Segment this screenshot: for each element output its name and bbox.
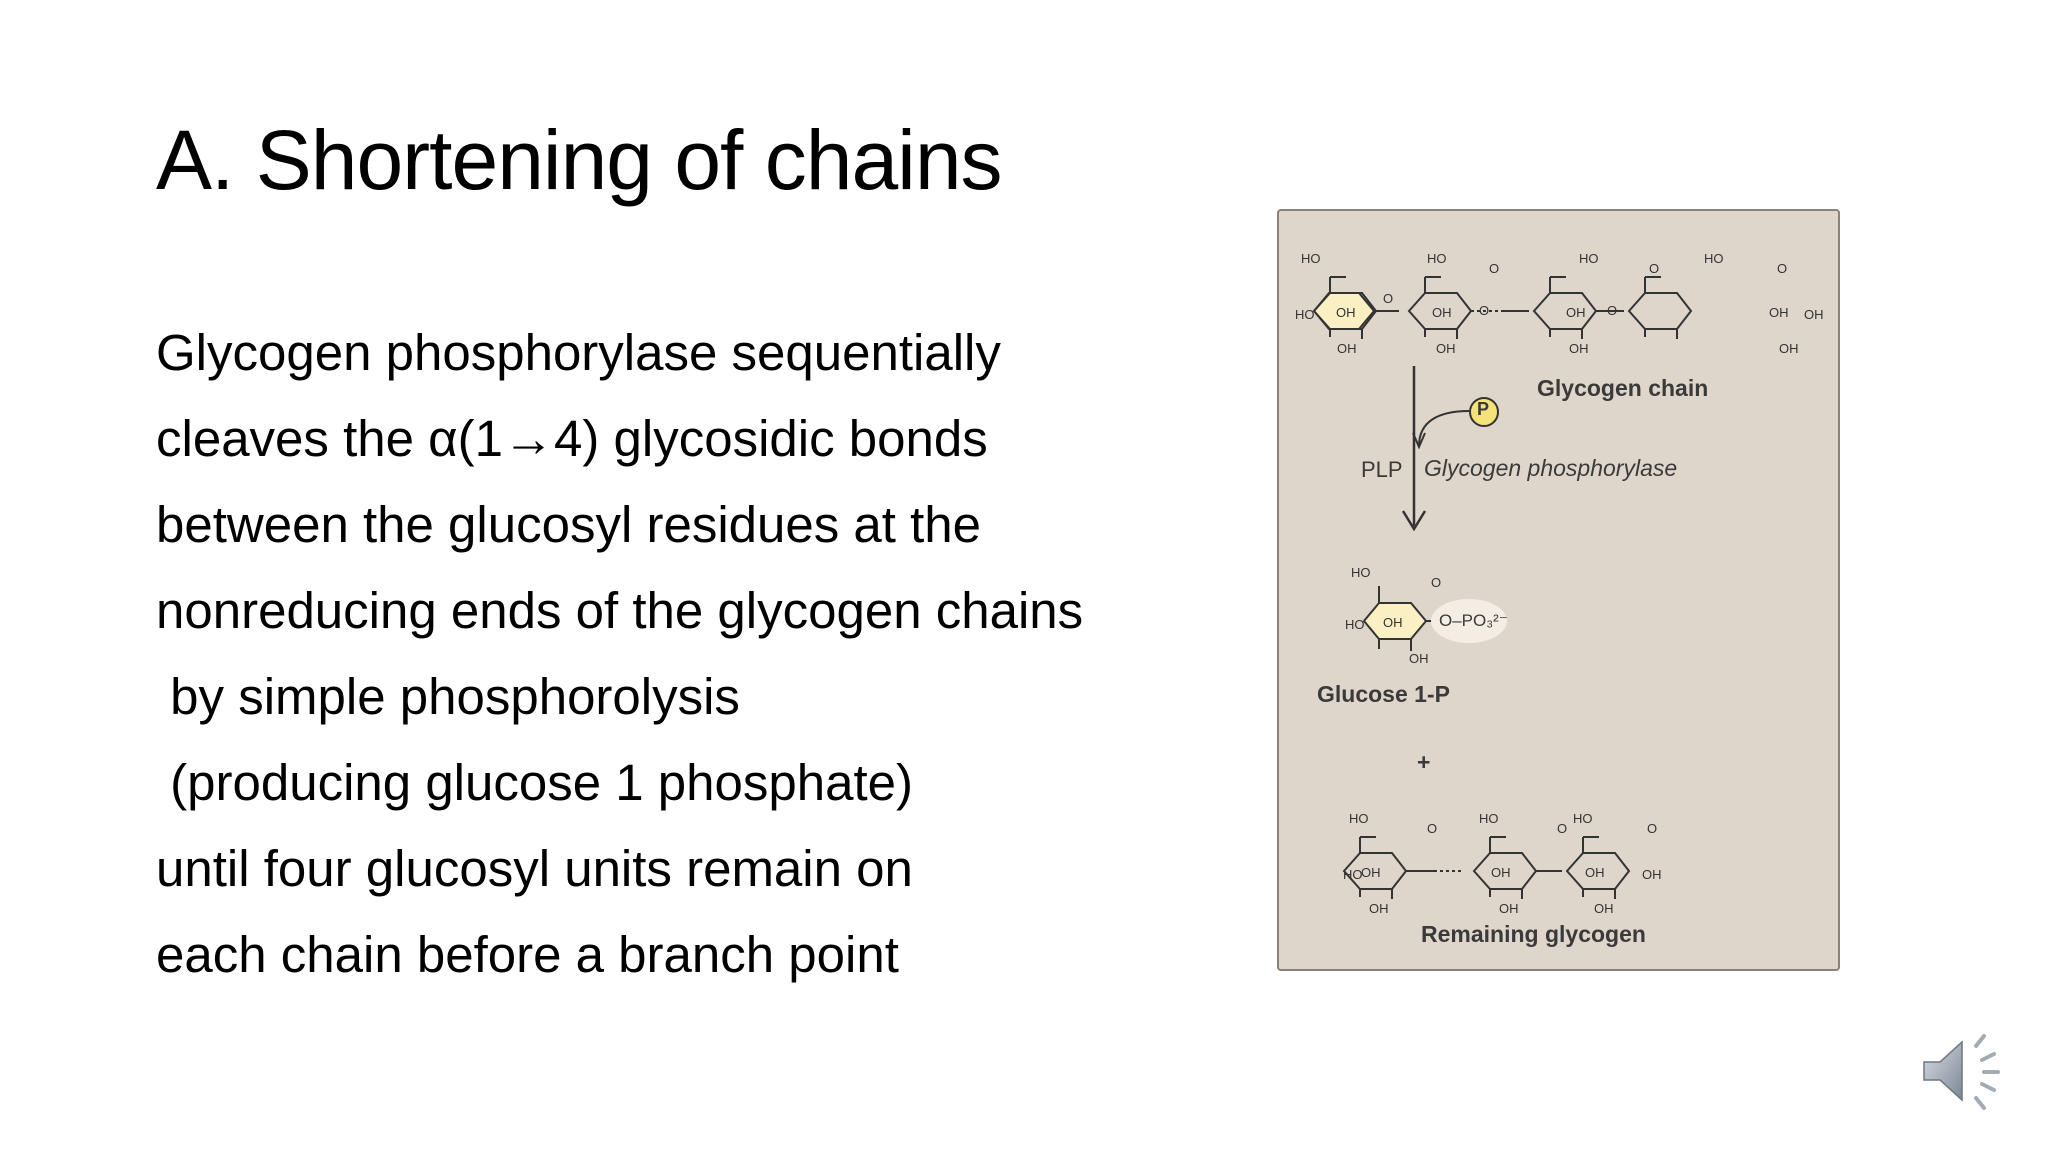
svg-text:HO: HO xyxy=(1579,251,1599,266)
svg-text:OH: OH xyxy=(1642,867,1662,882)
svg-text:HO: HO xyxy=(1301,251,1321,266)
body-line: by simple phosphorolysis xyxy=(156,668,740,725)
svg-text:OH: OH xyxy=(1499,901,1519,916)
body-line: nonreducing ends of the glycogen chains xyxy=(156,582,1084,639)
svg-text:OH: OH xyxy=(1409,651,1429,666)
svg-text:HO: HO xyxy=(1573,811,1593,826)
svg-text:OH: OH xyxy=(1566,305,1586,320)
body-line: cleaves the α(1→4) glycosidic bonds xyxy=(156,410,988,467)
svg-text:O: O xyxy=(1607,303,1617,318)
svg-text:HO: HO xyxy=(1295,307,1315,322)
svg-text:OH: OH xyxy=(1804,307,1824,322)
svg-text:HO: HO xyxy=(1345,617,1365,632)
svg-text:O: O xyxy=(1383,291,1393,306)
plus-sign: + xyxy=(1417,749,1431,775)
glycogen-chain-label: Glycogen chain xyxy=(1537,375,1709,401)
glycogen-chain-top: HO HO OH OH O HO O OH OH O HO O OH OH O HO O OH OH OH xyxy=(1295,251,1824,356)
slide-title: A. Shortening of chains xyxy=(156,113,1003,207)
body-line: until four glucosyl units remain on xyxy=(156,840,913,897)
svg-text:O: O xyxy=(1649,261,1659,276)
body-line: each chain before a branch point xyxy=(156,926,899,983)
body-line: between the glucosyl residues at the xyxy=(156,496,982,553)
svg-text:OH: OH xyxy=(1769,305,1789,320)
cofactor-label: PLP xyxy=(1361,457,1403,482)
svg-text:O: O xyxy=(1557,821,1567,836)
svg-text:HO: HO xyxy=(1427,251,1447,266)
svg-text:OH: OH xyxy=(1336,305,1356,320)
enzyme-label: Glycogen phosphorylase xyxy=(1424,455,1678,481)
speaker-icon[interactable] xyxy=(1918,1026,2008,1116)
svg-text:OH: OH xyxy=(1436,341,1456,356)
svg-text:OH: OH xyxy=(1779,341,1799,356)
svg-text:OH: OH xyxy=(1361,865,1381,880)
svg-text:O: O xyxy=(1427,821,1437,836)
svg-text:O: O xyxy=(1489,261,1499,276)
svg-text:OH: OH xyxy=(1432,305,1452,320)
svg-text:OH: OH xyxy=(1337,341,1357,356)
svg-text:O: O xyxy=(1777,261,1787,276)
phosphate-group-label: O–PO₃²⁻ xyxy=(1439,611,1508,630)
phosphate-symbol: P xyxy=(1477,399,1490,419)
svg-text:HO: HO xyxy=(1343,867,1363,882)
body-line: Glycogen phosphorylase sequentially xyxy=(156,324,1001,381)
slide-body: Glycogen phosphorylase sequentially clea… xyxy=(156,310,1176,998)
svg-text:OH: OH xyxy=(1594,901,1614,916)
glucose-1p-molecule: HO O OH HO OH xyxy=(1345,565,1507,666)
svg-text:HO: HO xyxy=(1704,251,1724,266)
glucose-1p-label: Glucose 1-P xyxy=(1317,681,1450,707)
body-line: (producing glucose 1 phosphate) xyxy=(156,754,914,811)
svg-text:OH: OH xyxy=(1383,615,1403,630)
svg-text:O: O xyxy=(1431,575,1441,590)
svg-text:HO: HO xyxy=(1479,811,1499,826)
svg-text:OH: OH xyxy=(1569,341,1589,356)
svg-text:O: O xyxy=(1647,821,1657,836)
svg-text:OH: OH xyxy=(1491,865,1511,880)
svg-text:OH: OH xyxy=(1369,901,1389,916)
svg-text:HO: HO xyxy=(1349,811,1369,826)
svg-text:HO: HO xyxy=(1351,565,1371,580)
svg-text:O: O xyxy=(1479,303,1489,318)
svg-text:OH: OH xyxy=(1585,865,1605,880)
remaining-glycogen-label: Remaining glycogen xyxy=(1421,921,1646,947)
reaction-arrow xyxy=(1401,366,1499,532)
